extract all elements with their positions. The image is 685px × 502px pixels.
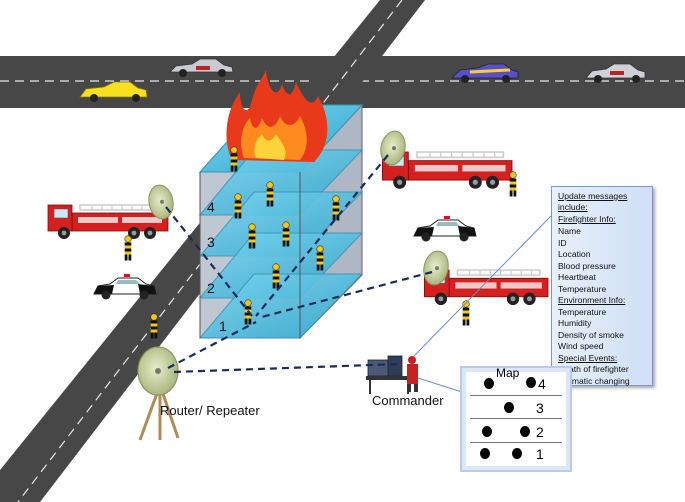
map-firefighter-dot <box>512 448 522 459</box>
map-separator <box>470 395 562 396</box>
info-line: Special Events: <box>558 353 618 363</box>
yellow-car <box>79 81 148 102</box>
floor-label-4: 4 <box>207 199 215 215</box>
map-firefighter-dot <box>504 402 514 413</box>
map-floor-3: 3 <box>536 400 544 416</box>
police-car-left <box>93 273 157 300</box>
map-firefighter-dot <box>480 448 490 459</box>
map-firefighter-dot <box>526 377 536 388</box>
map-firefighter-dot <box>484 378 494 389</box>
police-car-right <box>413 215 477 242</box>
info-line: Update messages <box>558 191 628 201</box>
info-line: Death of firefighter <box>558 364 629 374</box>
info-line: Blood pressure <box>558 261 616 271</box>
info-line: include: <box>558 202 588 212</box>
router-repeater <box>137 346 180 441</box>
map-floor-4: 4 <box>538 376 546 392</box>
map-floor-1: 1 <box>536 446 544 462</box>
map-firefighter-dot <box>482 426 492 437</box>
fire <box>226 70 328 162</box>
map-panel: Map 4 3 2 1 <box>460 366 572 472</box>
silver-car-1 <box>169 58 234 77</box>
info-line: Firefighter Info: <box>558 214 616 224</box>
info-line: Location <box>558 249 591 259</box>
map-separator <box>470 442 562 443</box>
info-line: Humidity <box>558 318 592 328</box>
map-floor-2: 2 <box>536 424 544 440</box>
communication-links <box>165 154 433 374</box>
info-line: Density of smoke <box>558 330 624 340</box>
info-line: Temperature <box>558 307 607 317</box>
blue-race-car <box>451 63 519 83</box>
map-title: Map <box>496 366 520 380</box>
info-line: Temperature <box>558 284 607 294</box>
map-firefighter-dot <box>520 426 530 437</box>
commander-station <box>366 355 418 394</box>
fire-truck-left <box>47 204 169 240</box>
update-messages-box: Update messages include: Firefighter Inf… <box>551 186 653 386</box>
info-line: ID <box>558 238 567 248</box>
info-line: Wind speed <box>558 341 604 351</box>
floor-label-1: 1 <box>219 318 227 334</box>
info-line: Environment Info: <box>558 295 626 305</box>
floor-label-3: 3 <box>207 234 215 250</box>
info-line: Heartbeat <box>558 272 596 282</box>
callout-lines <box>413 215 552 393</box>
info-line: Name <box>558 226 581 236</box>
commander-label: Commander <box>372 393 444 408</box>
silver-car-2 <box>585 63 646 83</box>
building <box>198 103 364 340</box>
map-separator <box>470 418 562 419</box>
info-line: Dramatic changing <box>558 376 630 386</box>
floor-label-2: 2 <box>207 280 215 296</box>
router-label: Router/ Repeater <box>160 403 260 418</box>
